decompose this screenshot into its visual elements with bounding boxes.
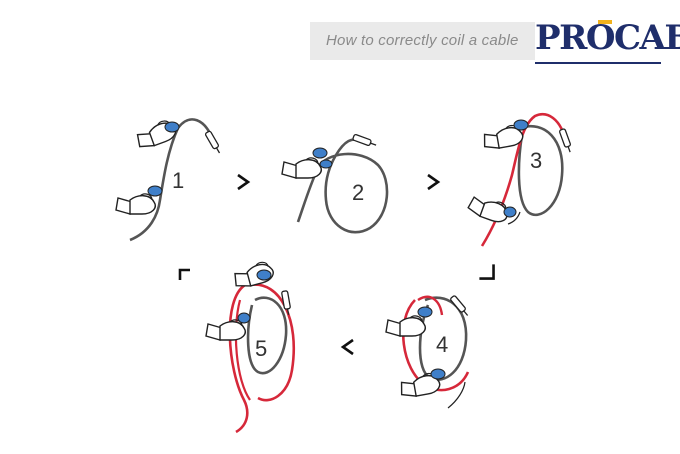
step-2-illustration: 2 xyxy=(281,133,389,234)
logo-underline xyxy=(535,62,661,64)
arrow-left xyxy=(340,338,354,356)
page-title: How to correctly coil a cable xyxy=(326,32,519,49)
header-bar xyxy=(310,22,535,60)
step-5-illustration: 5 xyxy=(205,259,296,434)
arrow-right-1 xyxy=(237,173,251,191)
step-4-number: 4 xyxy=(436,332,448,357)
step-1-illustration: 1 xyxy=(115,117,223,242)
arrow-up-left xyxy=(178,268,190,280)
logo-accent-mark xyxy=(598,20,612,24)
step-1-number: 1 xyxy=(172,168,184,193)
step-3-number: 3 xyxy=(530,148,542,173)
step-4-illustration: 4 xyxy=(385,294,471,409)
arrow-right-2 xyxy=(427,173,441,191)
arrow-down-left xyxy=(479,264,495,280)
logo-wordmark: PROCAB xyxy=(535,18,680,58)
procab-logo: PROCAB xyxy=(535,16,680,64)
step-3-illustration: 3 xyxy=(466,113,574,247)
step-2-number: 2 xyxy=(352,180,364,205)
step-5-number: 5 xyxy=(255,336,267,361)
